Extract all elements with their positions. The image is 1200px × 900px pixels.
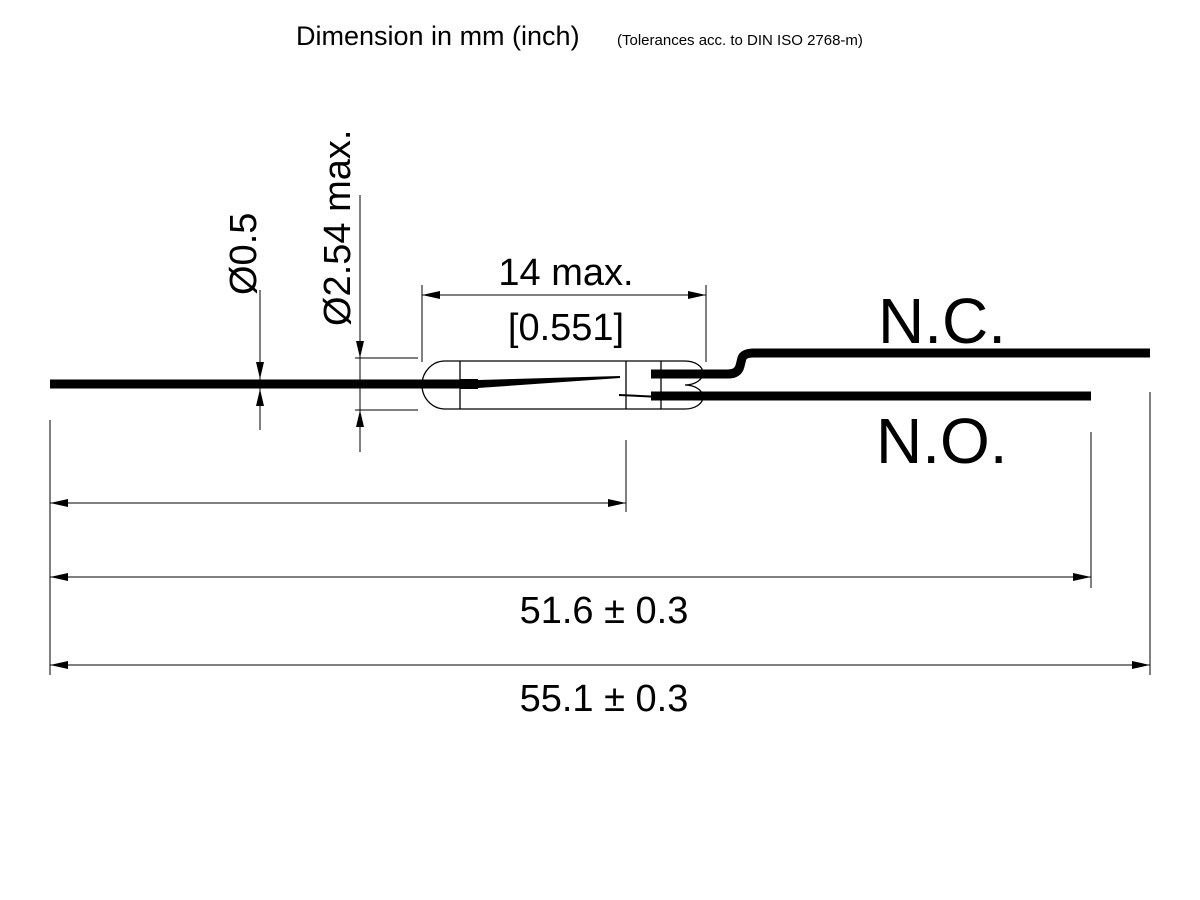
lead-diameter-label: Ø0.5 xyxy=(223,213,265,295)
nc-lead-wire xyxy=(651,348,1150,379)
contact-position-dimension xyxy=(49,420,627,675)
glass-length-label-mm: 14 max. xyxy=(498,252,633,294)
no-length-label: 51.6 ± 0.3 xyxy=(520,590,689,632)
glass-diameter-dimension: Ø2.54 max. xyxy=(317,130,418,452)
reed-switch-body xyxy=(50,348,1150,410)
nc-length-dimension: 55.1 ± 0.3 xyxy=(50,392,1151,720)
glass-length-dimension: 14 max. [0.551] xyxy=(421,252,707,362)
no-length-dimension: 51.6 ± 0.3 xyxy=(50,432,1092,632)
normally-closed-label: N.C. xyxy=(878,285,1006,357)
lead-diameter-dimension: Ø0.5 xyxy=(223,213,265,430)
internal-blade-left xyxy=(460,376,620,389)
internal-blade-right xyxy=(619,394,661,398)
glass-diameter-label: Ø2.54 max. xyxy=(317,130,359,326)
tolerance-note: (Tolerances acc. to DIN ISO 2768-m) xyxy=(617,32,863,49)
nc-length-label: 55.1 ± 0.3 xyxy=(520,678,689,720)
glass-length-label-inch: [0.551] xyxy=(508,307,624,349)
drawing-title: Dimension in mm (inch) xyxy=(296,21,580,51)
normally-open-label: N.O. xyxy=(876,405,1008,477)
